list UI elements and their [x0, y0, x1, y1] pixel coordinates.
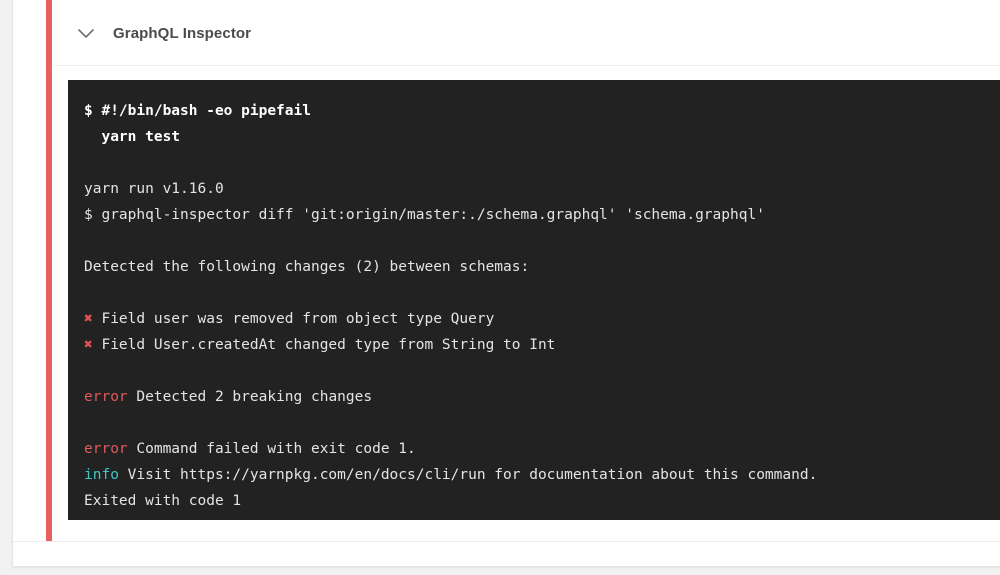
terminal-log-line: [84, 150, 1000, 176]
terminal-log-panel[interactable]: $ #!/bin/bash -eo pipefail yarn test yar…: [68, 80, 1000, 520]
log-error-tag: error: [84, 441, 128, 457]
terminal-log-line: yarn test: [84, 124, 1000, 150]
job-title: GraphQL Inspector: [113, 24, 252, 42]
terminal-line-text: Detected 2 breaking changes: [127, 389, 373, 405]
terminal-line-text: Visit https://yarnpkg.com/en/docs/cli/ru…: [118, 467, 818, 483]
terminal-line-text: Command failed with exit code 1.: [127, 441, 416, 457]
terminal-log-line: [84, 410, 1000, 436]
terminal-log-line: [84, 228, 1000, 254]
job-status-rail-failed: [46, 0, 52, 541]
log-error-tag: error: [84, 389, 128, 405]
log-info-tag: info: [84, 467, 119, 483]
terminal-line-text: $ graphql-inspector diff 'git:origin/mas…: [84, 207, 765, 223]
terminal-log-line: ✖ Field User.createdAt changed type from…: [84, 332, 1000, 358]
terminal-line-text: Detected the following changes (2) betwe…: [84, 259, 530, 275]
terminal-log-line: Exited with code 1: [84, 488, 1000, 514]
terminal-log-body: $ #!/bin/bash -eo pipefail yarn test yar…: [84, 98, 1000, 514]
terminal-log-line: $ #!/bin/bash -eo pipefail: [84, 98, 1000, 124]
terminal-log-line: yarn run v1.16.0: [84, 176, 1000, 202]
terminal-command-text: yarn test: [84, 129, 181, 145]
job-header-row[interactable]: GraphQL Inspector: [53, 1, 1000, 66]
terminal-log-line: error Detected 2 breaking changes: [84, 384, 1000, 410]
page-left-gutter: [0, 0, 12, 575]
job-card: GraphQL Inspector $ #!/bin/bash -eo pipe…: [12, 0, 1000, 567]
breaking-change-text: Field user was removed from object type …: [92, 311, 495, 327]
terminal-log-line: ✖ Field user was removed from object typ…: [84, 306, 1000, 332]
job-card-footer: [13, 541, 1000, 566]
terminal-line-text: Exited with code 1: [84, 493, 242, 509]
breaking-change-text: Field User.createdAt changed type from S…: [92, 337, 556, 353]
chevron-down-icon[interactable]: [73, 20, 99, 46]
terminal-log-line: error Command failed with exit code 1.: [84, 436, 1000, 462]
terminal-log-line: $ graphql-inspector diff 'git:origin/mas…: [84, 202, 1000, 228]
terminal-command-text: $ #!/bin/bash -eo pipefail: [84, 103, 311, 119]
terminal-log-line: info Visit https://yarnpkg.com/en/docs/c…: [84, 462, 1000, 488]
terminal-log-line: [84, 358, 1000, 384]
breaking-change-x-icon: ✖: [84, 311, 93, 327]
terminal-log-line: [84, 280, 1000, 306]
terminal-log-line: Detected the following changes (2) betwe…: [84, 254, 1000, 280]
breaking-change-x-icon: ✖: [84, 337, 93, 353]
terminal-line-text: yarn run v1.16.0: [84, 181, 224, 197]
